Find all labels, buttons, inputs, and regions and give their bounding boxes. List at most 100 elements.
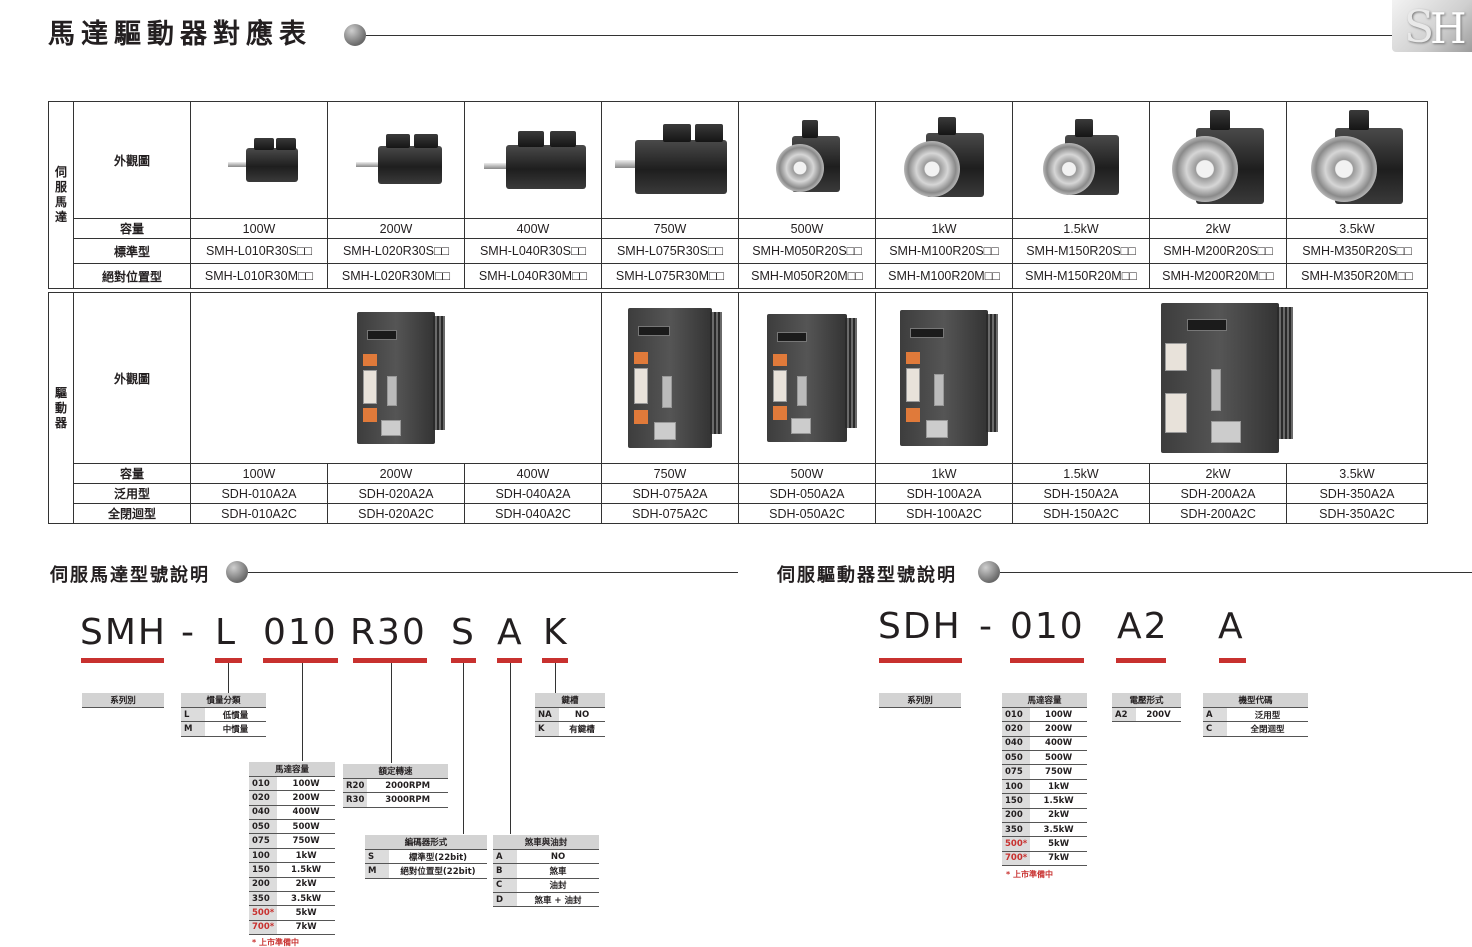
- connector-line: [555, 663, 556, 693]
- desc-cell: 1.5kW: [277, 862, 335, 878]
- underline-brake: [497, 658, 522, 663]
- model-cell: SMH-M150R20S□□: [1012, 238, 1150, 264]
- motor-part-dash: -: [181, 612, 196, 653]
- drive-capacity-row: 容量 100W 200W 400W 750W 500W 1kW 1.5kW 2k…: [49, 463, 1428, 484]
- drive-appearance-label: 外觀圖: [73, 292, 191, 464]
- code-cell: 350: [249, 891, 278, 907]
- underline-capacity: [263, 658, 338, 663]
- capacity-label: 容量: [73, 218, 191, 239]
- drive-image: [1161, 303, 1293, 453]
- model-cell: SMH-L075R30S□□: [601, 238, 739, 264]
- motor-model-section-title: 伺服馬達型號說明: [50, 565, 210, 586]
- capacity-cell: 200W: [327, 463, 465, 484]
- desc-cell: 2000RPM: [367, 778, 448, 794]
- model-cell: SMH-M200R20M□□: [1149, 263, 1287, 289]
- model-cell: SMH-M050R20S□□: [738, 238, 876, 264]
- motor-image-cell: [327, 101, 465, 219]
- motor-part-keyway: K: [543, 612, 569, 653]
- code-cell: 150: [1002, 793, 1031, 809]
- model-cell: SMH-L020R30M□□: [327, 263, 465, 289]
- motor-part-series: SMH: [80, 612, 167, 653]
- drive-image: [900, 310, 998, 446]
- model-cell: SDH-200A2C: [1149, 503, 1287, 524]
- model-cell: SMH-L040R30M□□: [464, 263, 602, 289]
- desc-cell: 標準型(22bit): [389, 849, 487, 865]
- desc-cell: 3000RPM: [367, 792, 448, 808]
- model-cell: SDH-150A2C: [1012, 503, 1150, 524]
- brake-header: 煞車與油封: [493, 835, 599, 850]
- model-cell: SDH-020A2A: [327, 483, 465, 504]
- desc-cell: 絕對位置型(22bit): [389, 863, 487, 879]
- desc-cell: 中慣量: [205, 721, 266, 737]
- model-cell: SDH-350A2A: [1286, 483, 1428, 504]
- code-cell: 100: [249, 848, 278, 864]
- code-cell: 040: [249, 805, 278, 821]
- model-cell: SMH-L010R30S□□: [190, 238, 328, 264]
- model-cell: SDH-100A2C: [875, 503, 1013, 524]
- code-cell: C: [1203, 721, 1227, 737]
- code-cell: M: [365, 863, 389, 879]
- bullet-dot-icon: [226, 561, 248, 583]
- code-cell: 010: [1002, 707, 1031, 723]
- model-cell: SDH-350A2C: [1286, 503, 1428, 524]
- drive-image-cell: [875, 292, 1013, 464]
- section-rule: [248, 572, 738, 573]
- desc-cell: 油封: [517, 878, 599, 894]
- connector-line: [463, 663, 464, 834]
- capacity-header: 馬達容量: [1002, 693, 1087, 708]
- desc-cell: 3.5kW: [1030, 822, 1087, 838]
- desc-cell: 750W: [1030, 764, 1087, 780]
- code-cell: 100: [1002, 779, 1031, 795]
- underline-encoder: [451, 658, 476, 663]
- underline-series: [81, 658, 164, 663]
- model-cell: SDH-150A2A: [1012, 483, 1150, 504]
- capacity-label: 容量: [73, 463, 191, 484]
- bullet-dot-icon: [978, 561, 1000, 583]
- model-cell: SDH-040A2C: [464, 503, 602, 524]
- desc-cell: 1kW: [1030, 779, 1087, 795]
- motor-appearance-label: 外觀圖: [73, 101, 191, 219]
- drive-image-cell: [601, 292, 739, 464]
- desc-cell: 400W: [1030, 736, 1087, 752]
- desc-cell: 5kW: [277, 905, 335, 921]
- code-cell: 050: [1002, 750, 1031, 766]
- capacity-cell: 2kW: [1149, 218, 1287, 239]
- capacity-cell: 100W: [190, 218, 328, 239]
- code-cell: S: [365, 849, 389, 865]
- motor-image-cell: [601, 101, 739, 219]
- motor-part-capacity: 010: [263, 612, 338, 653]
- capacity-cell: 500W: [738, 463, 876, 484]
- underline-voltage: [1116, 658, 1166, 663]
- desc-cell: 7kW: [277, 920, 335, 936]
- drive-image-cell: [738, 292, 876, 464]
- desc-cell: 750W: [277, 833, 335, 849]
- motor-part-encoder: S: [451, 612, 476, 653]
- model-cell: SMH-M200R20S□□: [1149, 238, 1287, 264]
- motor-image: [1309, 108, 1405, 212]
- underline-type: [1219, 658, 1246, 663]
- model-cell: SDH-050A2C: [738, 503, 876, 524]
- capacity-cell: 750W: [601, 218, 739, 239]
- desc-cell: 2kW: [1030, 808, 1087, 824]
- type-header: 機型代碼: [1203, 693, 1308, 708]
- capacity-cell: 400W: [464, 218, 602, 239]
- model-cell: SMH-M100R20S□□: [875, 238, 1013, 264]
- closed-label: 全閉迴型: [73, 503, 191, 524]
- model-cell: SDH-100A2A: [875, 483, 1013, 504]
- desc-cell: 200V: [1136, 707, 1181, 723]
- drive-image: [628, 308, 722, 448]
- connector-line: [228, 663, 229, 693]
- capacity-cell: 400W: [464, 463, 602, 484]
- drive-side-label: 驅動器: [48, 292, 74, 524]
- capacity-cell: 2kW: [1149, 463, 1287, 484]
- desc-cell: 全閉迴型: [1227, 721, 1308, 737]
- model-cell: SMH-M050R20M□□: [738, 263, 876, 289]
- bullet-dot-icon: [344, 24, 366, 46]
- series-table: 系列別: [82, 693, 164, 708]
